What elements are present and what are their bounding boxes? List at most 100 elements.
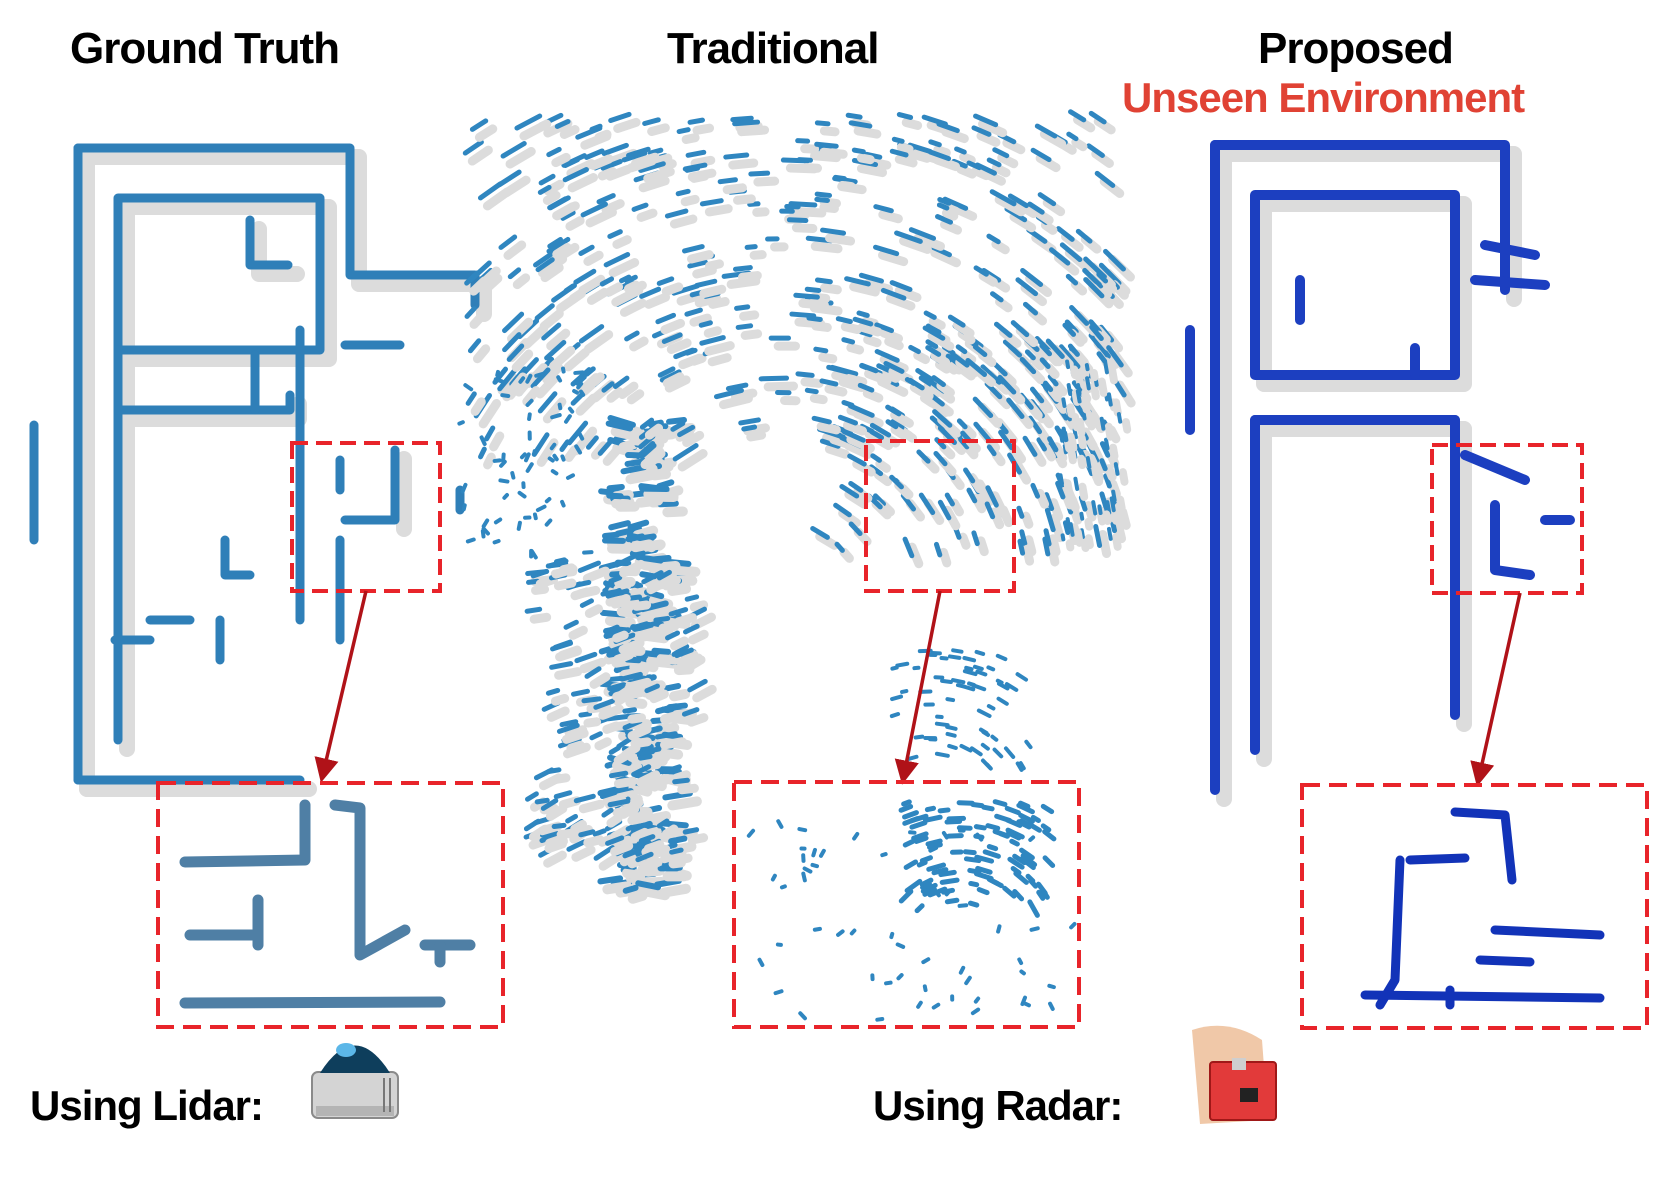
map-dash [841,428,866,443]
map-dash [655,312,677,325]
map-dash [975,865,993,875]
map-dash [1024,739,1033,750]
map-dash [1010,320,1030,338]
map-dash [659,369,682,383]
map-dash [677,424,696,438]
map-dash [1025,873,1036,884]
map-dash [820,227,847,236]
map-dash [735,323,754,330]
map-dash [687,259,708,269]
map-dash [544,339,567,361]
map-dash [537,184,552,195]
map-dash [618,274,632,284]
map-dash [608,111,632,124]
map-dash [537,391,558,414]
map-dash [576,381,584,390]
map-dash [636,839,651,847]
map-dash [1058,344,1081,370]
map-dash [916,859,928,868]
map-dash [549,661,574,670]
map-dash [507,267,522,280]
map-dash [1042,829,1057,842]
map-dash [540,798,559,811]
map-dash [972,396,994,418]
map-dash [1102,359,1109,375]
map-dash [835,316,853,325]
map-dash [1044,492,1055,512]
map-dash [851,147,866,155]
map-dash [962,656,977,663]
map-dash [577,432,585,441]
map-dash [608,520,631,531]
map-dash [1109,496,1116,513]
map-dash [1084,363,1090,372]
map-dash [968,880,980,888]
map-dash [916,449,931,464]
map-dash [481,518,490,529]
map-dash [550,469,559,476]
map-dash [806,315,823,322]
map-dash [1062,520,1071,536]
map-dash [995,678,1004,685]
map-dash [631,202,649,212]
map-dash [969,746,983,757]
map-dash [891,136,905,144]
map-dash [1107,392,1113,407]
map-dash [1055,480,1066,500]
map-dash [1099,458,1108,472]
map-dash [1029,386,1045,404]
map-dash [1085,456,1092,470]
map-dash [525,462,534,473]
map-dash [514,113,543,131]
map-dash [685,149,707,158]
map-dash [873,244,900,257]
map-dash [585,435,599,450]
map-dash [732,119,761,127]
map-dash [1075,443,1086,459]
map-dash [1068,522,1075,537]
traditional-title: Traditional [667,24,879,73]
map-dash [532,512,538,521]
map-dash [1066,131,1079,142]
map-dash [684,307,703,317]
map-dash [1037,192,1057,207]
map-dash [1099,416,1106,431]
map-dash [973,824,987,831]
map-dash [605,420,634,432]
map-dash [664,683,682,692]
map-dash [666,417,687,425]
proposed-highlight-box [1430,443,1584,595]
map-dash [976,887,990,896]
map-dash [1081,411,1087,421]
map-dash [477,181,503,201]
map-dash [673,347,696,360]
map-dash [516,520,522,531]
map-dash [1002,885,1017,899]
map-dash [964,975,972,986]
map-dash [1020,267,1044,287]
map-dash [937,807,951,814]
map-dash [660,820,689,829]
map-dash [717,177,738,185]
map-dash [972,344,988,358]
map-dash [1027,201,1045,215]
map-dash [945,697,956,703]
map-dash [833,502,852,518]
map-dash [973,421,992,443]
map-dash [608,745,621,755]
map-dash [870,453,882,463]
map-dash [666,764,682,773]
map-dash [966,487,978,504]
map-dash [896,112,914,120]
map-dash [974,649,986,656]
map-dash [1020,853,1038,868]
map-dash [1075,389,1082,404]
map-dash [876,363,892,373]
map-dash [1039,343,1053,357]
map-dash [532,449,537,457]
map-dash [849,928,857,936]
map-dash [547,456,555,463]
map-dash [934,721,950,728]
map-dash [621,150,648,163]
map-dash [1004,682,1019,692]
